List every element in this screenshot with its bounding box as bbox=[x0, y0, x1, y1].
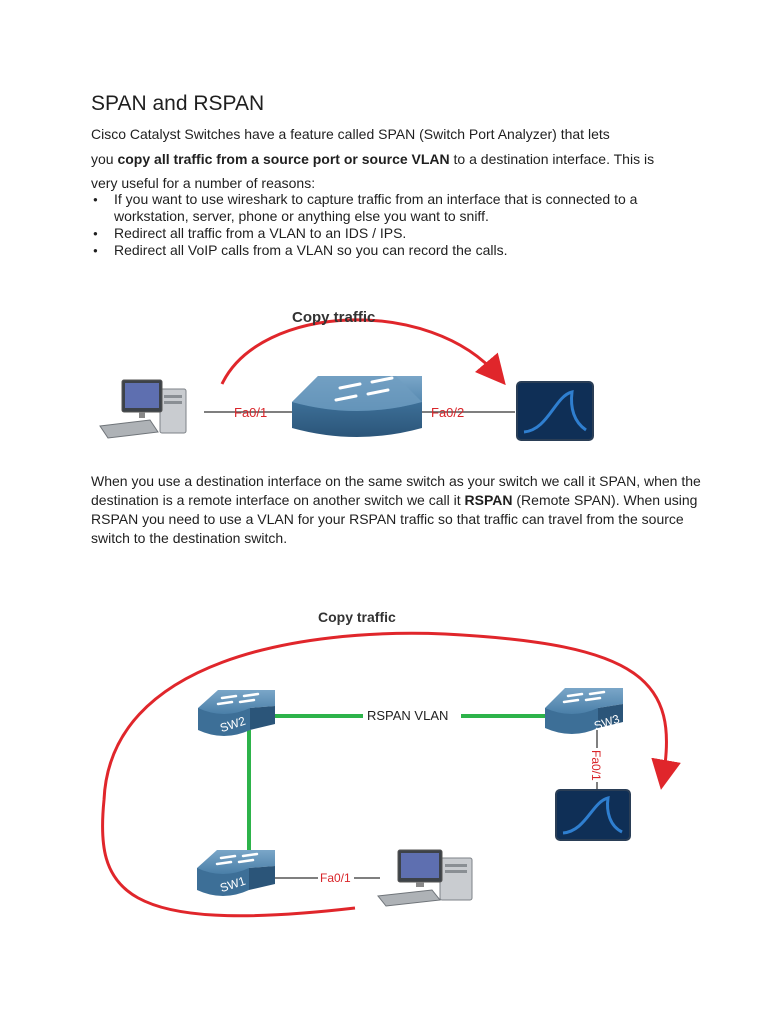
reasons-list: If you want to use wireshark to capture … bbox=[91, 191, 691, 259]
rspan-bold-term: RSPAN bbox=[464, 492, 513, 508]
port-label-sw1-fa0-1: Fa0/1 bbox=[320, 871, 351, 885]
intro-bold-phrase: copy all traffic from a source port or s… bbox=[117, 151, 450, 167]
switch-sw3-icon: SW3 bbox=[545, 688, 623, 734]
page-title: SPAN and RSPAN bbox=[91, 92, 265, 115]
rspan-diagram: Copy traffic RSPAN VLAN SW2 SW3 Fa0/1 bbox=[100, 609, 681, 918]
rspan-para-pre: When you use a destination interface on … bbox=[91, 473, 701, 508]
switch-icon bbox=[292, 376, 422, 437]
copy-traffic-arrow bbox=[100, 631, 681, 918]
copy-traffic-arrow bbox=[220, 318, 506, 386]
span-diagram: Copy traffic Fa0/1 Fa0/2 bbox=[99, 309, 594, 441]
switch-sw1-icon: SW1 bbox=[197, 850, 275, 896]
rspan-vlan-label: RSPAN VLAN bbox=[367, 708, 448, 723]
copy-traffic-label: Copy traffic bbox=[292, 309, 375, 326]
network-analyzer-icon bbox=[555, 789, 631, 841]
list-item: If you want to use wireshark to capture … bbox=[91, 191, 691, 225]
network-analyzer-icon bbox=[516, 381, 594, 441]
intro-line-2-post: to a destination interface. This is bbox=[449, 151, 655, 167]
port-label-fa0-1: Fa0/1 bbox=[234, 405, 267, 420]
list-item: Redirect all traffic from a VLAN to an I… bbox=[91, 225, 691, 242]
workstation-icon bbox=[377, 849, 473, 907]
intro-line-1: Cisco Catalyst Switches have a feature c… bbox=[91, 126, 610, 142]
intro-line-2: you copy all traffic from a source port … bbox=[91, 151, 691, 168]
copy-traffic-label: Copy traffic bbox=[318, 609, 396, 625]
port-label-fa0-2: Fa0/2 bbox=[431, 405, 464, 420]
rspan-para-post: (Remote SPAN). When using RSPAN you need… bbox=[91, 492, 698, 546]
switch-sw2-icon: SW2 bbox=[198, 690, 275, 736]
port-label-sw3-fa0-1: Fa0/1 bbox=[589, 750, 603, 781]
intro-line-3: very useful for a number of reasons: bbox=[91, 175, 316, 191]
rspan-paragraph: When you use a destination interface on … bbox=[91, 472, 701, 548]
intro-line-2-pre: you bbox=[91, 151, 118, 167]
list-item: Redirect all VoIP calls from a VLAN so y… bbox=[91, 242, 691, 259]
workstation-icon bbox=[99, 379, 187, 439]
